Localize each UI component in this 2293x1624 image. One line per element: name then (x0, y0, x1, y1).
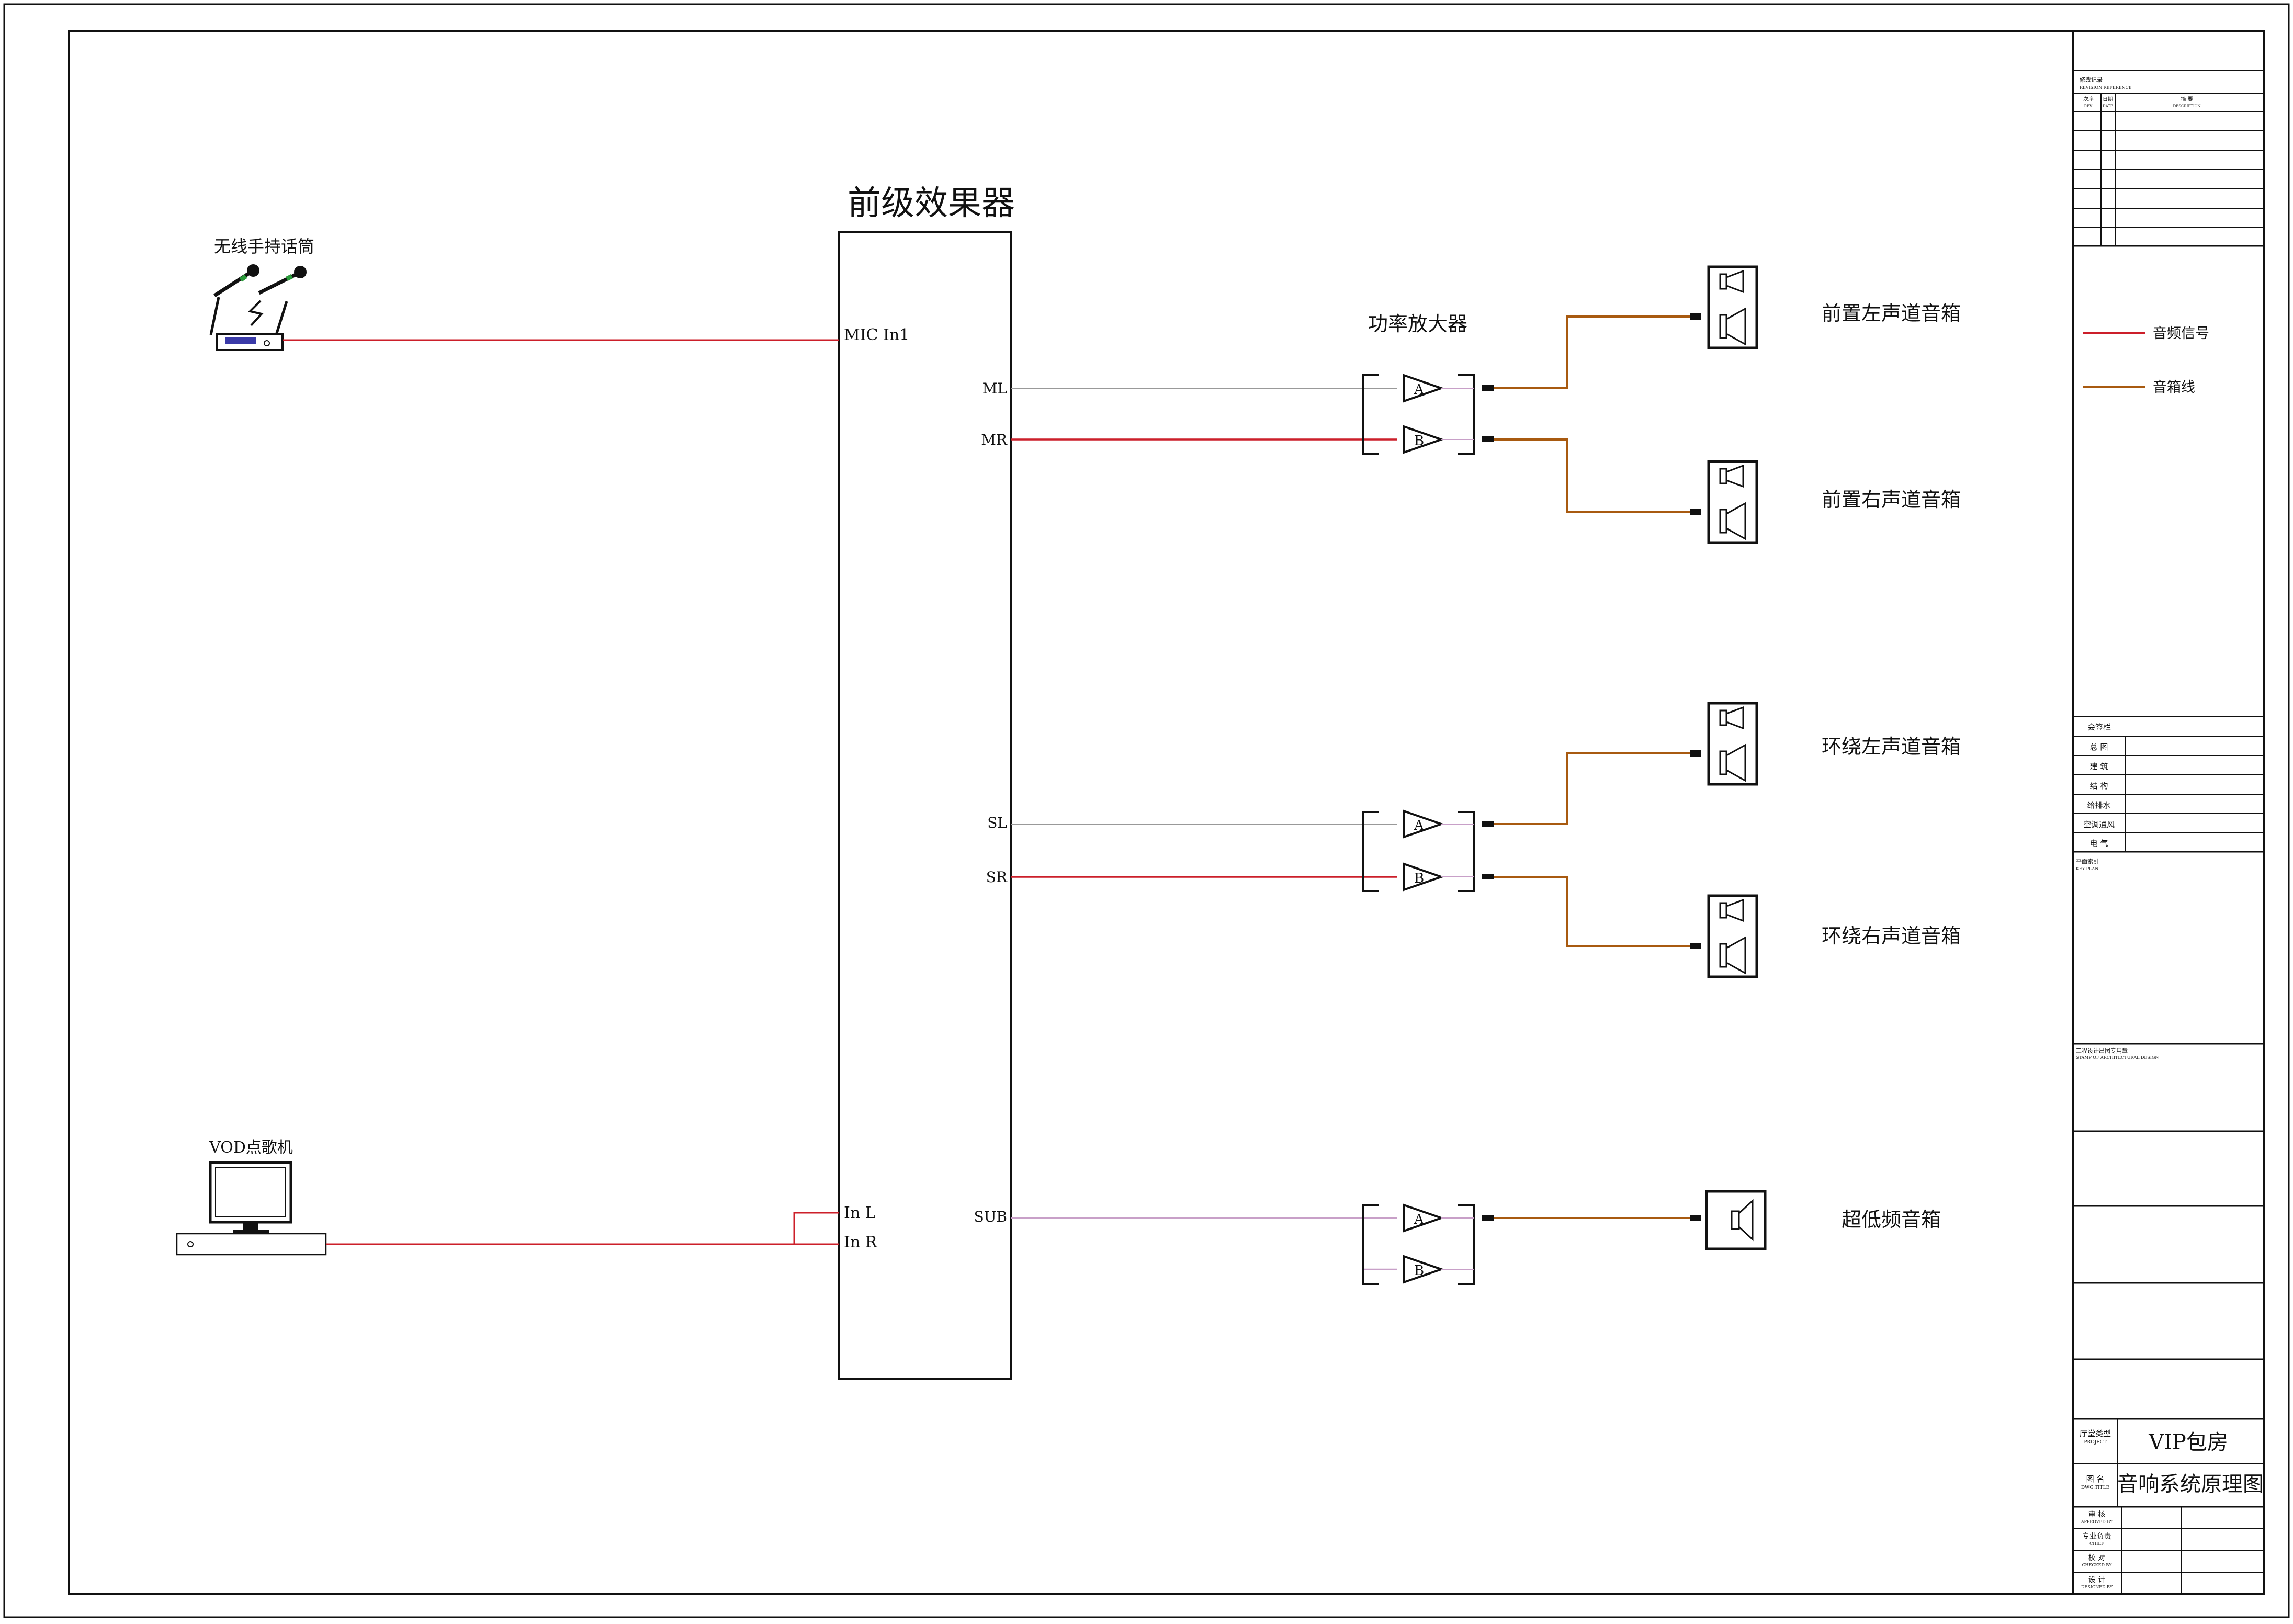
project-label-en: PROJECT (2084, 1440, 2106, 1445)
amplifier-triangle-icon (1403, 1255, 1445, 1284)
outer-border (3, 3, 2290, 1618)
legend-speaker-cable: 音箱线 (2153, 379, 2195, 396)
dwg-label: 图 名 (2086, 1474, 2105, 1484)
sign-row: 结 构 (2090, 781, 2108, 791)
desc-col-en: DESCRIPTION (2173, 104, 2201, 108)
stamp-en: STAMP OF ARCHITECTURAL DESIGN (2076, 1055, 2159, 1060)
speaker-cabinet-icon (1707, 702, 1758, 786)
processor-title: 前级效果器 (848, 184, 1015, 223)
amplifier-triangle-icon (1403, 862, 1445, 892)
cable-front-left (1494, 315, 1690, 389)
port-sub: SUB (974, 1208, 1007, 1225)
chief: 专业负责 (2082, 1532, 2111, 1541)
amplifier-triangle-icon (1403, 1203, 1445, 1233)
drawing-frame (68, 30, 2265, 1595)
speaker-cabinet-icon (1707, 265, 1758, 349)
checked: 校 对 (2088, 1553, 2105, 1562)
port-mic-in1: MIC In1 (844, 326, 909, 344)
sign-row: 电 气 (2090, 839, 2108, 848)
vod-title: VOD点歌机 (209, 1138, 293, 1157)
title-block: 修改记录 REVISION REFERENCE 次序 REV. 日期 DATE … (2072, 31, 2264, 1594)
dwg-value: 音响系统原理图 (2117, 1472, 2264, 1496)
amp-title: 功率放大器 (1368, 312, 1467, 335)
stamp: 工程设计出图专用章 (2076, 1047, 2128, 1054)
port-sr: SR (986, 869, 1008, 886)
amp-channel-b: B (1414, 871, 1424, 886)
sign-row: 给排水 (2087, 800, 2110, 810)
revision-header-en: REVISION REFERENCE (2080, 85, 2132, 90)
chief-en: CHIEF (2089, 1541, 2104, 1546)
approved-en: APPROVED BY (2081, 1519, 2113, 1524)
amp-channel-b: B (1414, 1263, 1424, 1279)
approved: 审 核 (2088, 1510, 2105, 1519)
sign-row: 空调通风 (2083, 820, 2115, 829)
port-mr: MR (981, 431, 1008, 448)
processor-box (838, 231, 1012, 1380)
speaker-cabinet-icon (1707, 460, 1758, 544)
rev-col-en: REV. (2084, 104, 2093, 108)
amplifier-surround: A B (1362, 809, 1494, 892)
designed: 设 计 (2088, 1576, 2105, 1584)
port-sl: SL (987, 814, 1007, 831)
vod-computer-icon (176, 1161, 327, 1256)
sign-row: 建 筑 (2090, 762, 2108, 771)
cable-surround-left (1494, 752, 1690, 825)
label-front-left: 前置左声道音箱 (1822, 302, 1961, 325)
rev-col: 次序 (2083, 96, 2094, 103)
designed-en: DESIGNED BY (2081, 1585, 2113, 1589)
amplifier-front: A B (1362, 374, 1494, 455)
amplifier-sub: A B (1362, 1203, 1494, 1285)
amplifier-triangle-icon (1403, 809, 1445, 839)
port-ml: ML (982, 380, 1007, 397)
label-surround-right: 环绕右声道音箱 (1822, 924, 1961, 948)
wireless-receiver-icon (209, 297, 288, 351)
port-in-r: In R (844, 1233, 878, 1251)
amp-channel-a: A (1414, 1212, 1425, 1227)
key-plan-en: KEY PLAN (2076, 866, 2098, 871)
legend-audio-signal: 音频信号 (2153, 325, 2209, 342)
sign-header: 会签栏 (2087, 723, 2111, 732)
cable-surround-right (1494, 876, 1690, 947)
amplifier-triangle-icon (1403, 425, 1445, 454)
revision-header: 修改记录 (2080, 76, 2103, 83)
wire-vod (326, 1212, 839, 1245)
wireless-microphone-icon (213, 264, 307, 326)
date-col-en: DATE (2103, 104, 2113, 108)
label-front-right: 前置右声道音箱 (1822, 488, 1961, 511)
key-plan: 平面索引 (2076, 858, 2099, 865)
cable-front-right (1494, 438, 1690, 513)
port-in-l: In L (844, 1204, 876, 1222)
speaker-cabinet-icon (1707, 894, 1758, 978)
label-surround-left: 环绕左声道音箱 (1822, 735, 1961, 758)
amp-channel-a: A (1414, 382, 1425, 398)
mic-title: 无线手持话筒 (214, 236, 314, 256)
amp-channel-b: B (1414, 433, 1424, 449)
label-subwoofer: 超低频音箱 (1842, 1208, 1941, 1231)
date-col: 日期 (2103, 96, 2113, 103)
amplifier-triangle-icon (1403, 374, 1445, 403)
desc-col: 摘 要 (2181, 96, 2193, 103)
checked-en: CHECKED BY (2082, 1563, 2113, 1567)
sign-row: 总 图 (2090, 742, 2108, 752)
project-value: VIP包房 (2148, 1430, 2228, 1454)
dwg-label-en: DWG.TITLE (2081, 1485, 2109, 1491)
subwoofer-cabinet-icon (1705, 1190, 1767, 1250)
project-label: 厅堂类型 (2080, 1429, 2111, 1438)
amp-channel-a: A (1414, 818, 1425, 833)
